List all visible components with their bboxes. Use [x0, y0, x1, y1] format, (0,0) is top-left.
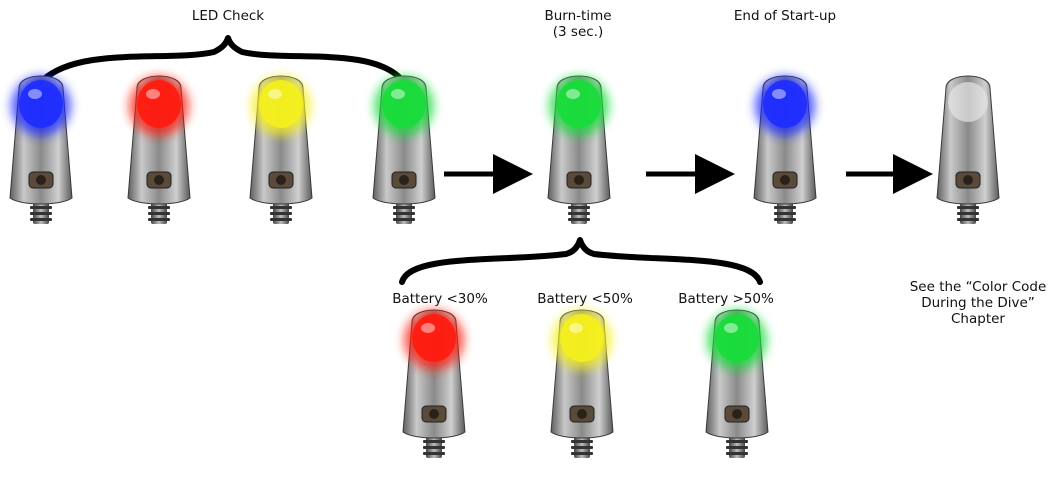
burn-time-device [547, 75, 611, 224]
led-check-label: LED Check [191, 8, 265, 24]
device-thread [148, 218, 170, 221]
led-highlight [146, 89, 160, 99]
device-thread [774, 218, 796, 221]
device-thread [568, 218, 590, 221]
led-highlight [391, 89, 405, 99]
led-check-red-device [127, 75, 191, 224]
burn-time-label: Burn-time (3 sec.) [544, 8, 611, 40]
device-thread [957, 218, 979, 221]
led-core [382, 80, 426, 128]
led-core [560, 314, 604, 362]
device-thread [571, 452, 593, 455]
led-highlight [268, 89, 282, 99]
battery-brace [399, 237, 763, 285]
device-thread [423, 446, 445, 449]
device-nut-hole [399, 175, 409, 185]
device-thread [270, 212, 292, 215]
device-thread [423, 440, 445, 443]
battery-low-label: Battery <30% [392, 291, 488, 307]
led-highlight [566, 89, 580, 99]
device-thread [774, 206, 796, 209]
led-highlight [569, 323, 583, 333]
led-check-brace [40, 35, 405, 83]
led-core [715, 314, 759, 362]
device-thread [30, 218, 52, 221]
device-thread [270, 218, 292, 221]
device-nut-hole [963, 175, 973, 185]
device-thread [393, 212, 415, 215]
led-highlight [724, 323, 738, 333]
device-thread [568, 206, 590, 209]
color-code-note-line2: During the Dive” [921, 295, 1035, 311]
color-code-note-line3: Chapter [951, 311, 1005, 327]
device-thread [30, 206, 52, 209]
device-thread [148, 206, 170, 209]
device-thread [30, 212, 52, 215]
device-nut-hole [154, 175, 164, 185]
device-thread [423, 452, 445, 455]
device-nut-hole [780, 175, 790, 185]
device-thread [571, 440, 593, 443]
device-thread [393, 206, 415, 209]
device-thread [270, 206, 292, 209]
led-core [763, 80, 807, 128]
device-nut-hole [577, 409, 587, 419]
led-highlight [772, 89, 786, 99]
led-check-yellow-device [249, 75, 313, 224]
device-thread [726, 440, 748, 443]
led-core [412, 314, 456, 362]
burn-time-label-line1: Burn-time [544, 8, 612, 24]
battery-mid-device [550, 309, 614, 458]
battery-low-device [402, 309, 466, 458]
device-thread [957, 206, 979, 209]
led-check-blue-device [9, 75, 73, 224]
device-thread [393, 218, 415, 221]
burn-time-label-line2: (3 sec.) [552, 24, 604, 40]
device-nut-hole [276, 175, 286, 185]
device-thread [571, 446, 593, 449]
led-highlight [28, 89, 42, 99]
battery-high-label: Battery >50% [678, 291, 774, 307]
end-of-startup-device [753, 75, 817, 224]
led-core [259, 80, 303, 128]
device-thread [774, 212, 796, 215]
led-core [137, 80, 181, 128]
device-nut-hole [574, 175, 584, 185]
device-thread [726, 446, 748, 449]
device-group [9, 75, 1000, 458]
led-highlight [421, 323, 435, 333]
end-of-startup-label: End of Start-up [733, 8, 837, 24]
led-core [19, 80, 63, 128]
device-thread [568, 212, 590, 215]
color-code-note: See the “Color Code During the Dive” Cha… [910, 279, 1047, 327]
led-off [948, 82, 988, 122]
led-core [557, 80, 601, 128]
battery-high-device [705, 309, 769, 458]
after-startup-off-device [936, 75, 1000, 224]
device-thread [148, 212, 170, 215]
device-nut-hole [732, 409, 742, 419]
device-thread [726, 452, 748, 455]
battery-mid-label: Battery <50% [537, 291, 633, 307]
device-thread [957, 212, 979, 215]
color-code-note-line1: See the “Color Code [909, 279, 1047, 295]
device-nut-hole [36, 175, 46, 185]
led-check-green-device [372, 75, 436, 224]
device-nut-hole [429, 409, 439, 419]
